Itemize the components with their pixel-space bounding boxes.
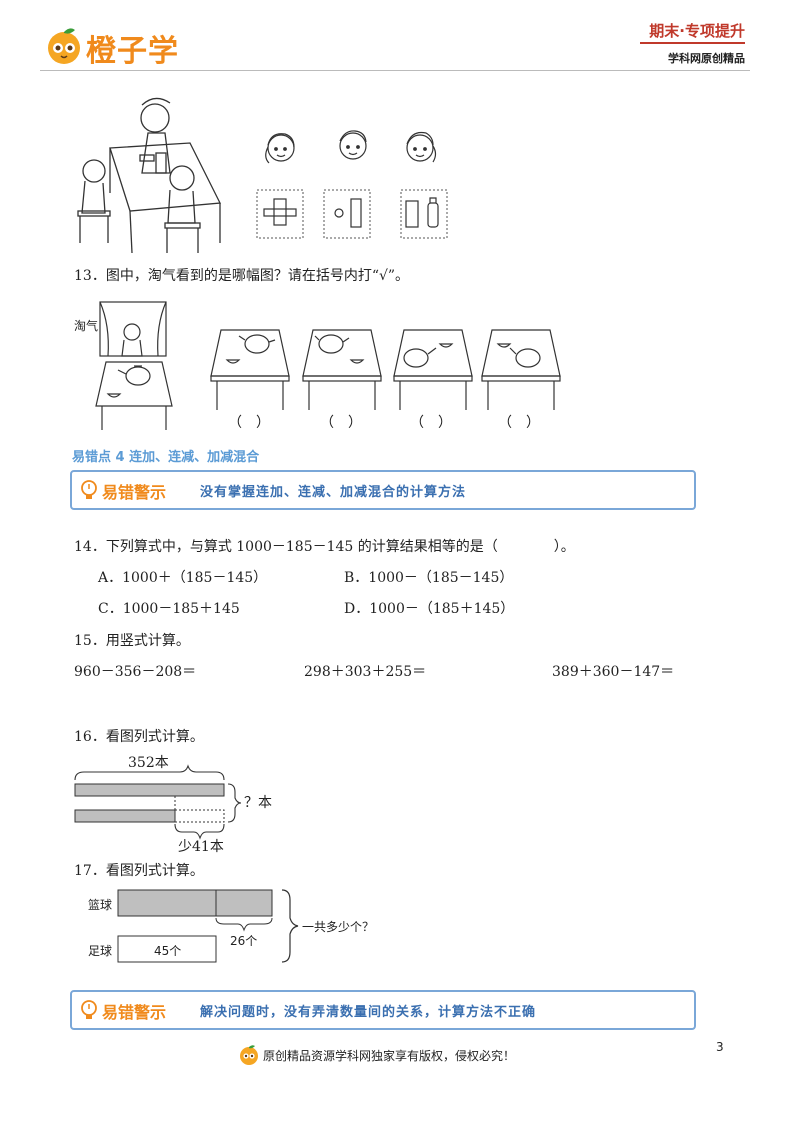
logo-text: 橙子学: [86, 34, 179, 69]
q16-bar-diagram: [74, 764, 242, 840]
view-option-1-image: [256, 189, 304, 239]
option-a[interactable]: A．1000＋（185－145）: [98, 570, 268, 586]
header-title-underline: [640, 42, 745, 44]
orange-footer-icon: [240, 1045, 258, 1065]
table-view-option-c: [393, 329, 473, 410]
warning-1-text: 没有掌握连加、连减、加减混合的计算方法: [200, 485, 467, 500]
header-subtitle: 学科网原创精品: [668, 52, 745, 65]
q17-row2-label: 足球: [88, 944, 113, 958]
expression-1: 960－356－208＝: [74, 664, 197, 680]
boy-face-icon: [339, 130, 367, 160]
girl-face-right-icon: [406, 131, 437, 163]
q16-bottom-label: 少41本: [178, 839, 224, 855]
expression-2: 298＋303＋255＝: [304, 664, 427, 680]
q16-right-label: ？本: [244, 795, 272, 811]
q17-row1-label: 篮球: [88, 898, 113, 912]
children-at-table-illustration: [77, 97, 222, 254]
header-title: 期末·专项提升: [649, 22, 745, 40]
question-14-text: 14．下列算式中，与算式 1000－185－145 的计算结果相等的是（ ）。: [74, 539, 575, 555]
lightbulb-icon: [81, 480, 97, 499]
orange-logo-icon: [48, 28, 80, 64]
logo: 橙子学: [44, 24, 244, 69]
reference-table-illustration: [95, 361, 173, 430]
header-rule: [40, 70, 750, 71]
section-4-title: 易错点 4 连加、连减、加减混合: [72, 450, 260, 465]
question-15-text: 15．用竖式计算。: [74, 633, 190, 649]
lightbulb-icon: [81, 1000, 97, 1019]
question-13-text: 13．图中，淘气看到的是哪幅图？请在括号内打“√”。: [74, 268, 410, 284]
taoqi-window-illustration: [99, 301, 167, 357]
answer-bracket-a[interactable]: （ ）: [228, 415, 270, 431]
footer-copyright: 原创精品资源学科网独家享有版权，侵权必究！: [263, 1049, 516, 1063]
warning-1-title: 易错警示: [102, 483, 167, 502]
warning-box-1: 易错警示 没有掌握连加、连减、加减混合的计算方法: [70, 470, 696, 510]
q17-row2-value: 45个: [154, 944, 182, 958]
answer-bracket-b[interactable]: （ ）: [320, 415, 362, 431]
table-view-option-b: [302, 329, 382, 410]
q17-question-label: 一共多少个？: [302, 920, 375, 934]
question-16-text: 16．看图列式计算。: [74, 729, 204, 745]
view-option-2-image: [323, 189, 371, 239]
option-b[interactable]: B．1000－（185－145）: [344, 570, 514, 586]
question-17-text: 17．看图列式计算。: [74, 863, 204, 879]
option-d[interactable]: D．1000－（185＋145）: [344, 601, 515, 617]
option-c[interactable]: C．1000－185＋145: [98, 601, 240, 617]
page-number: 3: [716, 1040, 724, 1054]
view-option-3-image: [400, 189, 448, 239]
taoqi-label: 淘气: [74, 319, 99, 333]
girl-face-left-icon: [265, 133, 295, 164]
q17-extra-label: 26个: [230, 934, 258, 948]
answer-bracket-d[interactable]: （ ）: [498, 415, 540, 431]
warning-box-2: 易错警示 解决问题时，没有弄清数量间的关系，计算方法不正确: [70, 990, 696, 1030]
q16-top-label: 352本: [128, 755, 169, 771]
table-view-option-a: [210, 329, 290, 410]
expression-3: 389＋360－147＝: [552, 664, 675, 680]
answer-bracket-c[interactable]: （ ）: [410, 415, 452, 431]
warning-2-text: 解决问题时，没有弄清数量间的关系，计算方法不正确: [200, 1005, 537, 1020]
table-view-option-d: [481, 329, 561, 410]
q17-bar-diagram: [117, 889, 299, 963]
warning-2-title: 易错警示: [102, 1003, 167, 1022]
